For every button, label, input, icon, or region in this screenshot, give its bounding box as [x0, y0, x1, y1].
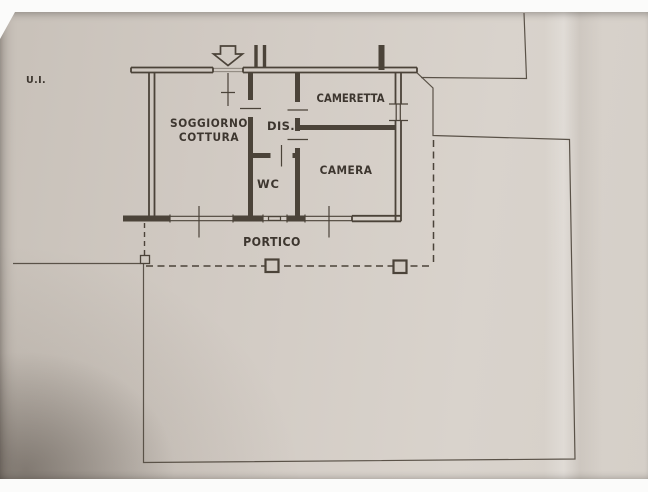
- courtyard-boundary-line: [142, 72, 576, 464]
- portico-pillar-left: [264, 258, 280, 274]
- window-symbols: [169, 103, 408, 238]
- right-wall: [394, 72, 402, 222]
- room-label-cameretta: CAMERETTA: [316, 91, 385, 105]
- right-wall-window: [389, 103, 408, 122]
- room-label-soggiorno-cottura: SOGGIORNO COTTURA: [160, 116, 258, 144]
- unit-label: U.I.: [26, 75, 47, 86]
- entrance-threshold: [213, 67, 243, 73]
- left-wall: [148, 72, 156, 216]
- wall-stubs: [254, 45, 385, 70]
- room-label-soggiorno-line1: SOGGIORNO: [170, 116, 248, 130]
- room-label-wc: WC: [257, 177, 280, 191]
- neighbor-boundary-line: [420, 12, 528, 80]
- door-tick-marks: [221, 73, 308, 167]
- bottom-wall-hollow-segment: [351, 214, 401, 223]
- room-label-camera: CAMERA: [319, 163, 373, 177]
- building-walls: [123, 66, 418, 223]
- top-wall: [130, 66, 418, 74]
- portico-boundary: [139, 140, 435, 275]
- stub-above-top-wall-left: [254, 45, 267, 67]
- bottom-wall-windows: [169, 206, 352, 238]
- paper-sheet: [0, 12, 648, 479]
- portico-pillar-right: [392, 259, 408, 275]
- interior-walls: [248, 72, 395, 219]
- arrow-outline: [211, 45, 245, 67]
- paper-corner-cut: [0, 12, 15, 39]
- entrance-arrow-icon: [211, 45, 245, 67]
- property-boundary: [13, 12, 576, 464]
- french-door-sill: [267, 216, 282, 222]
- boundary-corner-notch: [139, 254, 151, 265]
- door-marks: [221, 73, 308, 167]
- room-label-portico: PORTICO: [243, 235, 301, 249]
- room-label-soggiorno-line2: COTTURA: [178, 129, 240, 144]
- room-label-dis: DIS.: [267, 119, 296, 133]
